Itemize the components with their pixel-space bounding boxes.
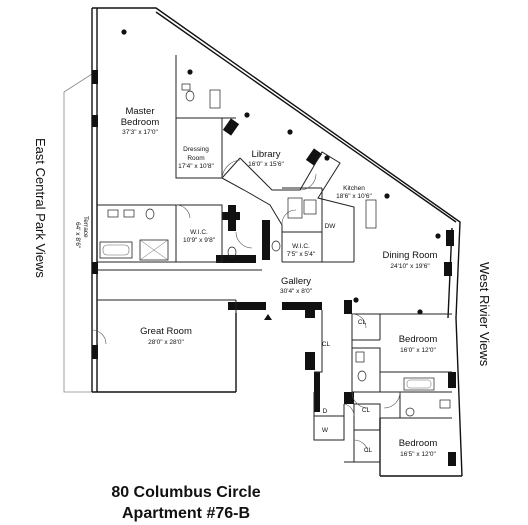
door-swings (91, 159, 401, 453)
master-bedroom-dims: 37'3" x 17'0" (122, 129, 158, 136)
closet-label-bedroom1: CL (358, 319, 367, 326)
kitchen-dims: 18'6" x 10'6" (336, 193, 372, 200)
wic2-label: W.I.C. (292, 243, 310, 250)
bedroom2-label: Bedroom (399, 438, 438, 449)
dryer-label: D (323, 408, 328, 415)
washer-label: W (322, 427, 329, 434)
great-room-label: Great Room (140, 326, 192, 337)
library-dims: 16'0" x 15'6" (248, 161, 284, 168)
dressing-room-label-line1: Dressing (183, 146, 209, 153)
bedroom1-dims: 16'0" x 12'0" (400, 347, 436, 354)
gallery-dims: 30'4" x 8'0" (280, 288, 313, 295)
dressing-room-dims: 17'4" x 10'8" (178, 163, 214, 170)
apartment-title: Apartment #76-B (122, 505, 250, 522)
light-fixtures (121, 29, 441, 315)
wic2-dims: 7'5" x 5'4" (287, 251, 316, 258)
terrace-dims: 64' x 8'6" (74, 222, 81, 249)
dining-room-label: Dining Room (383, 250, 438, 261)
bath-fixtures (99, 83, 451, 417)
master-bedroom-label-line1: Master (125, 106, 154, 117)
closet-label-hall: CL (362, 407, 371, 414)
master-bedroom-label-line2: Bedroom (121, 117, 160, 128)
closet-label-gallery: CL (322, 341, 331, 348)
outer-walls (91, 7, 463, 477)
east-view-label: East Central Park Views (33, 138, 48, 278)
wic1-label: W.I.C. (190, 229, 208, 236)
bedroom1-label: Bedroom (399, 334, 438, 345)
great-room-dims: 28'0" x 28'0" (148, 339, 184, 346)
kitchen-label: Kitchen (343, 185, 365, 192)
dining-room-dims: 24'10" x 19'6" (390, 263, 430, 270)
gallery-label: Gallery (281, 276, 311, 287)
dishwasher-label: DW (325, 223, 337, 230)
address-title: 80 Columbus Circle (111, 484, 260, 501)
entry-marker (264, 314, 272, 320)
interior-walls (97, 55, 452, 476)
closet-label-bedroom2: CL (364, 447, 373, 454)
columns (92, 70, 456, 466)
library-label: Library (251, 149, 280, 160)
west-view-label: West Rivier Views (477, 262, 492, 367)
terrace-label: Terrace (82, 216, 89, 238)
bedroom2-dims: 16'5" x 12'0" (400, 451, 436, 458)
dressing-room-label-line2: Room (187, 155, 204, 162)
wic1-dims: 10'9" x 9'8" (183, 237, 216, 244)
